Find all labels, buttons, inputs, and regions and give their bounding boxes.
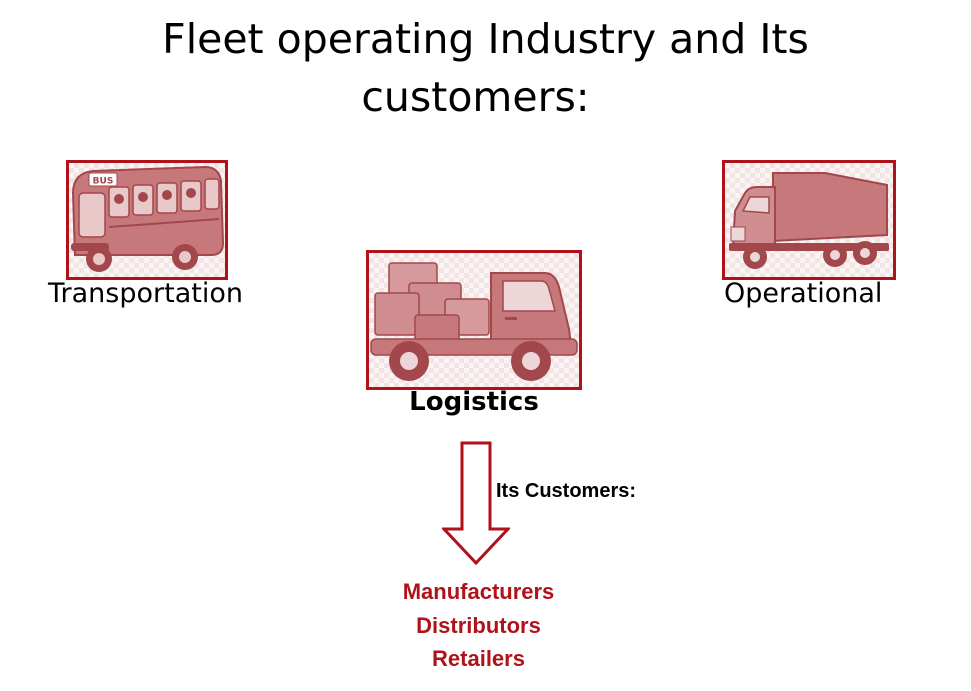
transportation-image: BUS bbox=[66, 160, 228, 280]
customers-heading: Its Customers: bbox=[496, 480, 637, 502]
category-transportation: Transportation bbox=[48, 278, 243, 309]
delivery-truck-icon bbox=[370, 262, 578, 381]
operational-image bbox=[722, 160, 896, 280]
category-logistics: Logistics bbox=[409, 387, 539, 417]
down-arrow-icon bbox=[442, 441, 510, 565]
category-operational: Operational bbox=[724, 278, 883, 309]
logistics-image bbox=[366, 250, 582, 390]
box-truck-icon bbox=[729, 172, 889, 269]
customer-item-retailers: Retailers bbox=[432, 646, 525, 671]
bus-icon: BUS bbox=[71, 165, 225, 272]
title-line-2: customers: bbox=[361, 73, 590, 121]
title-line-1: Fleet operating Industry and Its bbox=[162, 15, 809, 63]
slide-title: Fleet operating Industry and Its custome… bbox=[0, 10, 971, 126]
bus-sign-text: BUS bbox=[93, 177, 114, 187]
customer-item-manufacturers: Manufacturers bbox=[402, 579, 555, 604]
customer-item-distributors: Distributors bbox=[416, 612, 541, 638]
customer-list: Manufacturers Distributors Retailers bbox=[0, 575, 971, 676]
